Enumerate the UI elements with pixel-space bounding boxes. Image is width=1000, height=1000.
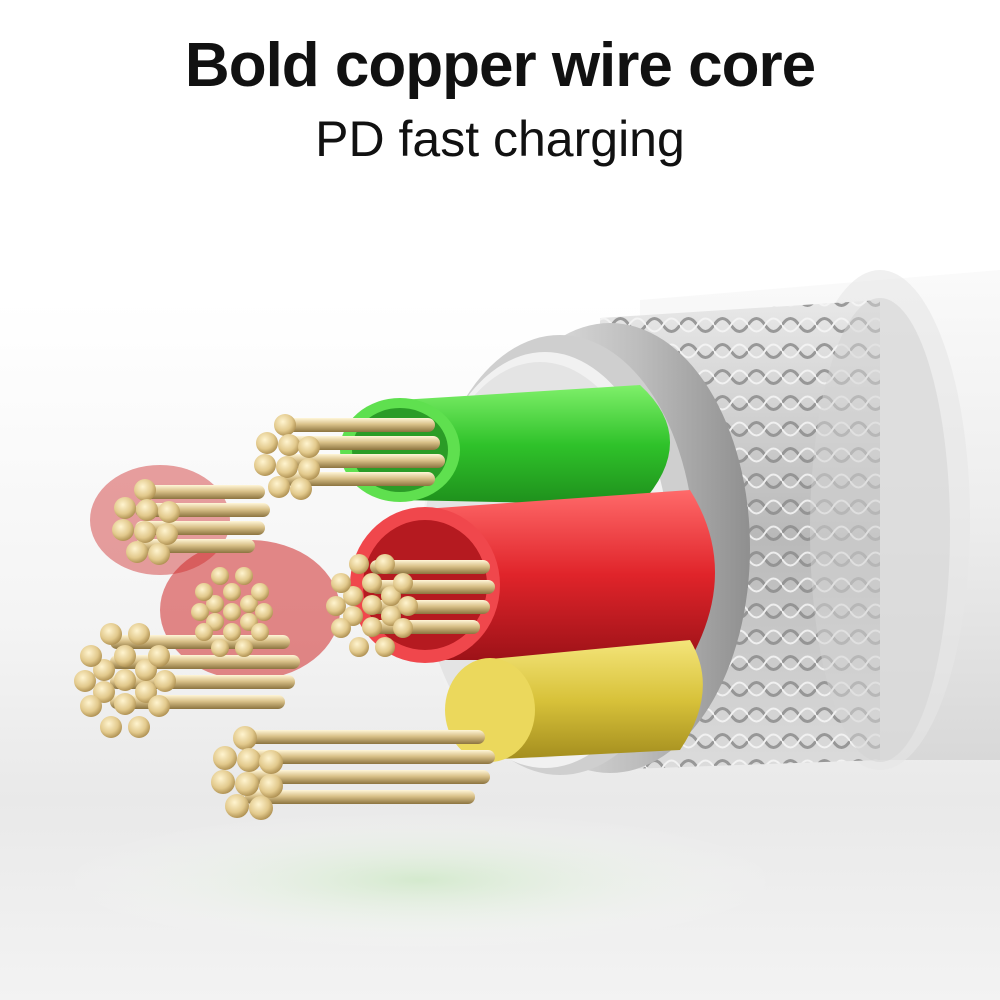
yellow-wire [480,640,703,760]
subheadline: PD fast charging [315,111,685,167]
floor-reflection [60,810,780,950]
headline: Bold copper wire core [184,31,816,100]
green-wire [400,385,670,505]
strand-tips [74,414,418,820]
